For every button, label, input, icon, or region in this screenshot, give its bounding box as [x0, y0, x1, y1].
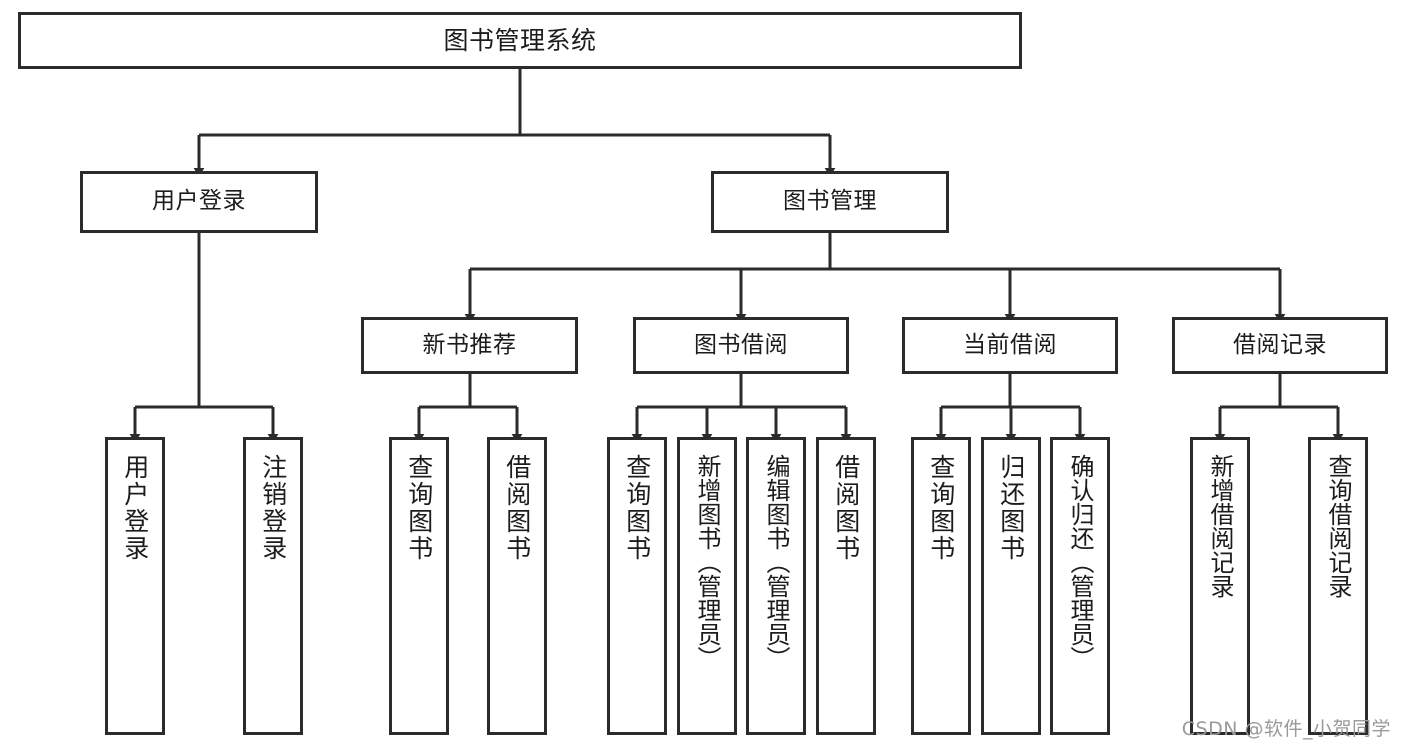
- node-label: 借阅记录: [1233, 331, 1327, 358]
- node-label: 新书推荐: [422, 331, 517, 358]
- watermark-text: CSDN @软件_小贺同学: [1181, 718, 1391, 740]
- node-new-book-rec[interactable]: 新书推荐: [361, 317, 578, 374]
- node-borrow-record[interactable]: 借阅记录: [1172, 317, 1388, 374]
- node-leaf-query-book-1[interactable]: 查询图书: [389, 437, 449, 735]
- node-label: 查询图书: [622, 454, 652, 562]
- node-label: 新增图书（管理员）: [693, 454, 721, 670]
- node-label: 查询图书: [404, 454, 434, 562]
- node-leaf-borrow-book-1[interactable]: 借阅图书: [487, 437, 547, 735]
- node-label: 当前借阅: [963, 331, 1057, 358]
- node-leaf-query-record[interactable]: 查询借阅记录: [1308, 437, 1368, 735]
- node-label: 图书管理系统: [443, 25, 597, 55]
- node-leaf-edit-book[interactable]: 编辑图书（管理员）: [746, 437, 806, 735]
- node-label: 图书借阅: [694, 331, 788, 358]
- node-label: 图书管理: [783, 188, 877, 215]
- node-label: 注销登录: [258, 454, 288, 562]
- node-label: 新增借阅记录: [1206, 454, 1234, 598]
- node-label: 用户登录: [120, 454, 150, 562]
- node-leaf-query-book-2[interactable]: 查询图书: [607, 437, 667, 735]
- node-leaf-user-logout[interactable]: 注销登录: [243, 437, 303, 735]
- node-label: 编辑图书（管理员）: [762, 454, 790, 670]
- node-label: 用户登录: [152, 188, 246, 215]
- node-leaf-return-book[interactable]: 归还图书: [981, 437, 1041, 735]
- node-leaf-add-record[interactable]: 新增借阅记录: [1190, 437, 1250, 735]
- node-label: 借阅图书: [831, 454, 861, 562]
- node-leaf-add-book[interactable]: 新增图书（管理员）: [677, 437, 737, 735]
- node-leaf-borrow-book-2[interactable]: 借阅图书: [816, 437, 876, 735]
- node-label: 确认归还（管理员）: [1066, 454, 1094, 670]
- node-leaf-user-login[interactable]: 用户登录: [105, 437, 165, 735]
- node-label: 查询图书: [926, 454, 956, 562]
- node-leaf-query-book-3[interactable]: 查询图书: [911, 437, 971, 735]
- node-user-login[interactable]: 用户登录: [80, 171, 318, 233]
- node-leaf-confirm-return[interactable]: 确认归还（管理员）: [1050, 437, 1110, 735]
- node-current-borrow[interactable]: 当前借阅: [902, 317, 1118, 374]
- node-book-borrow[interactable]: 图书借阅: [633, 317, 849, 374]
- node-label: 查询借阅记录: [1324, 454, 1352, 598]
- node-label: 借阅图书: [502, 454, 532, 562]
- node-root-system[interactable]: 图书管理系统: [18, 12, 1022, 69]
- node-book-manage[interactable]: 图书管理: [711, 171, 949, 233]
- node-label: 归还图书: [996, 454, 1026, 562]
